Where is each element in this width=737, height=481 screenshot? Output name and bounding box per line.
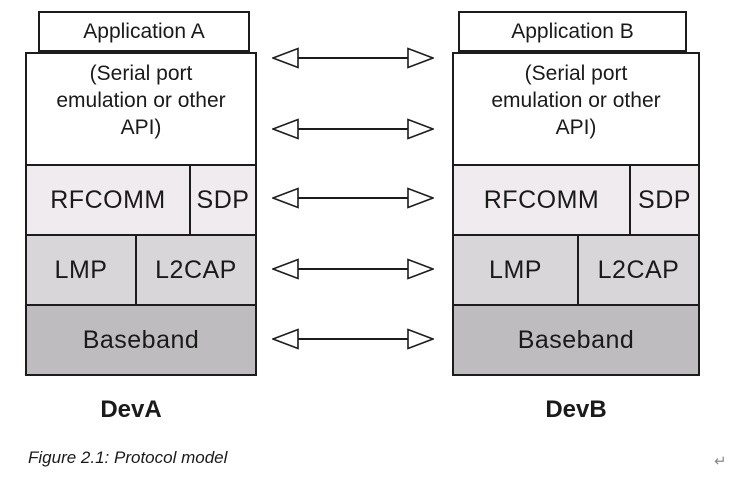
device-b-rfcomm-box: RFCOMM xyxy=(483,185,600,214)
device-b-baseband-box: Baseband xyxy=(517,325,635,354)
bidirectional-arrow-icon xyxy=(272,47,434,69)
device-a-serial-api-box: (Serial port emulation or other API) xyxy=(27,54,255,164)
device-b-lmp-l2cap-row: LMP L2CAP xyxy=(454,234,698,304)
device-b-protocol-stack: (Serial port emulation or other API) RFC… xyxy=(452,52,700,376)
device-a-label: DevA xyxy=(100,396,162,423)
device-a-lmp-l2cap-row: LMP L2CAP xyxy=(27,234,255,304)
bidirectional-arrow-icon xyxy=(272,118,434,140)
bidirectional-arrow-icon xyxy=(272,187,434,209)
device-b-baseband-row: Baseband xyxy=(454,304,698,374)
device-b-rfcomm-sdp-row: RFCOMM SDP xyxy=(454,164,698,234)
device-a-application-label: Application A xyxy=(83,19,205,43)
device-a-lmp-box: LMP xyxy=(54,255,108,284)
device-b-label: DevB xyxy=(545,396,607,423)
device-b-sdp-box: SDP xyxy=(629,166,698,234)
bidirectional-arrow-icon xyxy=(272,328,434,350)
serial-api-line-3: API) xyxy=(120,116,162,139)
bidirectional-arrow-icon xyxy=(272,258,434,280)
device-a-rfcomm-sdp-row: RFCOMM SDP xyxy=(27,164,255,234)
device-b-application-box: Application B xyxy=(458,11,687,52)
device-b-lmp-box: LMP xyxy=(489,255,542,284)
serial-api-line-2: emulation or other xyxy=(56,89,226,112)
device-a-baseband-box: Baseband xyxy=(82,325,200,354)
device-b-serial-api-text: (Serial port emulation or other API) xyxy=(454,54,698,164)
device-a-sdp-box: SDP xyxy=(189,166,255,234)
device-b-application-label: Application B xyxy=(511,19,634,43)
device-b-l2cap-box: L2CAP xyxy=(577,236,698,304)
device-a-l2cap-box: L2CAP xyxy=(135,236,255,304)
device-a-baseband-row: Baseband xyxy=(27,304,255,374)
serial-api-line-1: (Serial port xyxy=(89,62,193,85)
device-a-application-box: Application A xyxy=(38,11,250,52)
serial-api-line-3: API) xyxy=(555,116,597,139)
device-a-protocol-stack: (Serial port emulation or other API) RFC… xyxy=(25,52,257,376)
device-a-serial-api-text: (Serial port emulation or other API) xyxy=(27,54,255,164)
figure-caption: Figure 2.1: Protocol model xyxy=(28,448,228,467)
serial-api-line-2: emulation or other xyxy=(491,89,661,112)
paragraph-return-mark: ↵ xyxy=(714,453,727,470)
device-b-serial-api-box: (Serial port emulation or other API) xyxy=(454,54,698,164)
device-a-rfcomm-box: RFCOMM xyxy=(50,185,166,214)
serial-api-line-1: (Serial port xyxy=(524,62,628,85)
